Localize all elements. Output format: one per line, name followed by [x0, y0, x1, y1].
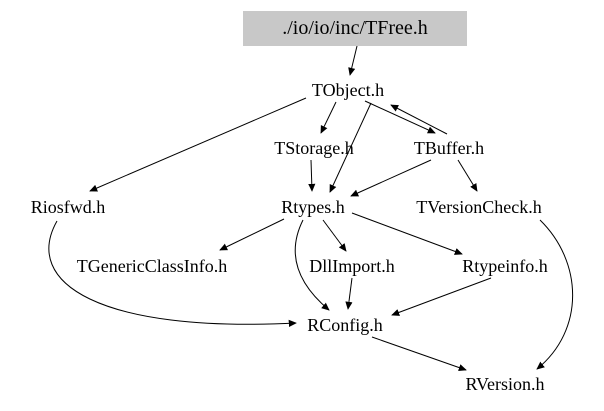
node-dllimport[interactable]: DllImport.h [309, 256, 395, 276]
edge-tversioncheck-to-rversion [536, 219, 574, 370]
node-tbuffer[interactable]: TBuffer.h [414, 138, 484, 158]
edge-rtypes-to-tgenericclassinfo [219, 218, 285, 251]
edge-rtypes-to-dllimport [322, 219, 347, 252]
node-tfree-highlight-box [243, 11, 467, 46]
edge-rtypes-to-rtypeinfo [351, 212, 463, 255]
edge-tobject-to-tstorage [320, 101, 337, 134]
edge-tbuffer-to-tobject [390, 104, 448, 135]
edge-rtypeinfo-to-rconfig [391, 277, 492, 316]
node-tobject[interactable]: TObject.h [312, 80, 384, 100]
edge-tbuffer-to-tversioncheck [457, 159, 478, 192]
edge-tobject-to-tbuffer [364, 100, 436, 134]
edge-riosfwd-to-rconfig [48, 220, 297, 327]
edge-rtypes-to-rconfig [294, 219, 330, 311]
edge-tobject-to-riosfwd [89, 97, 307, 192]
edge-tbuffer-to-rtypes [350, 159, 432, 197]
node-riosfwd[interactable]: Riosfwd.h [31, 197, 106, 217]
node-tstorage[interactable]: TStorage.h [274, 138, 353, 158]
node-tgenericclassinfo[interactable]: TGenericClassInfo.h [77, 256, 227, 276]
edge-tfree-to-tobject [348, 45, 358, 76]
node-tversioncheck[interactable]: TVersionCheck.h [416, 197, 541, 217]
edge-tobject-to-rtypes [329, 102, 372, 193]
edge-dllimport-to-rconfig [345, 277, 353, 310]
edge-rconfig-to-rversion [371, 336, 467, 372]
node-rconfig[interactable]: RConfig.h [307, 315, 383, 335]
node-rtypes[interactable]: Rtypes.h [281, 197, 345, 217]
edge-tstorage-to-rtypes [308, 159, 316, 192]
node-rtypeinfo[interactable]: Rtypeinfo.h [462, 256, 548, 276]
node-rversion[interactable]: RVersion.h [465, 374, 544, 394]
node-tfree: ./io/io/inc/TFree.h [282, 17, 428, 39]
